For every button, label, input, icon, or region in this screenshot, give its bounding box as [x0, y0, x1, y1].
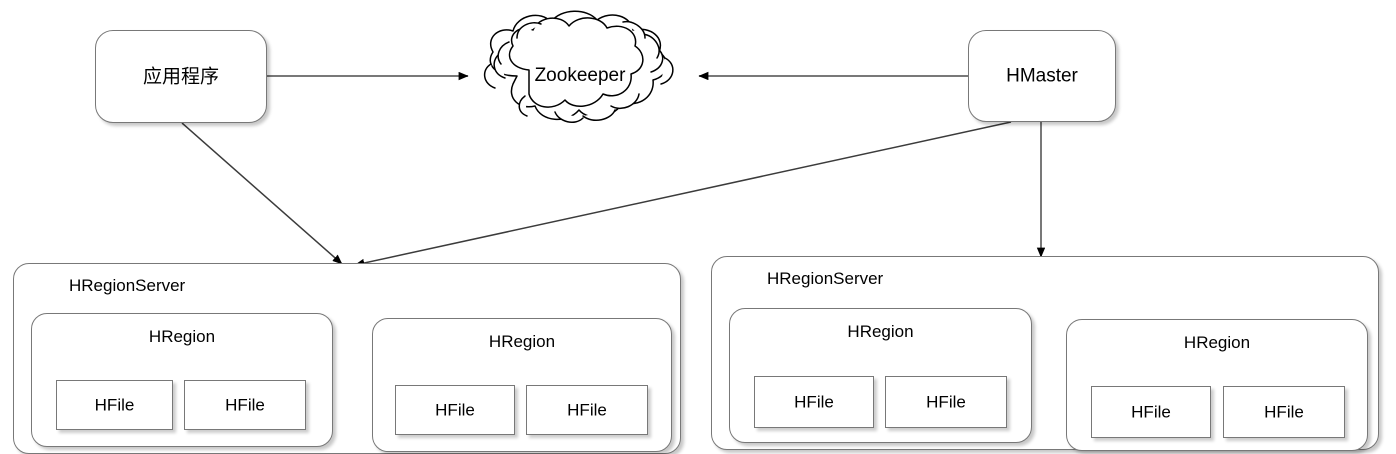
hfile-left-2-a[interactable]: HFile — [395, 385, 515, 435]
hfile-left-2-a-label: HFile — [435, 400, 475, 420]
region-server-left-label: HRegionServer — [69, 276, 186, 295]
region-server-left[interactable]: HRegionServer HRegion HFile HFile HRegio… — [13, 263, 681, 454]
hfile-left-1-a-label: HFile — [94, 395, 135, 415]
hfile-left-1-a[interactable]: HFile — [56, 380, 173, 430]
hfile-left-2-b-label: HFile — [567, 400, 607, 420]
node-zookeeper-label: Zookeeper — [534, 65, 626, 86]
connector-hmaster-to-regionserver-left — [354, 121, 1012, 268]
hfile-right-2-a-label: HFile — [1131, 402, 1171, 422]
hfile-left-2-b[interactable]: HFile — [526, 385, 648, 435]
region-right-1[interactable]: HRegion HFile HFile — [729, 308, 1032, 443]
node-hmaster[interactable]: HMaster — [968, 30, 1116, 122]
hfile-left-1-b-label: HFile — [225, 395, 265, 415]
hfile-right-2-a[interactable]: HFile — [1091, 386, 1211, 438]
region-left-1-label: HRegion — [148, 327, 216, 346]
region-left-2[interactable]: HRegion HFile HFile — [372, 318, 672, 452]
hfile-right-1-a-label: HFile — [794, 392, 834, 412]
node-application-label: 应用程序 — [142, 66, 219, 87]
hfile-right-1-b[interactable]: HFile — [885, 376, 1007, 428]
hfile-left-1-b[interactable]: HFile — [184, 380, 306, 430]
cloud-icon — [483, 10, 674, 124]
node-application[interactable]: 应用程序 — [95, 30, 267, 123]
hfile-right-1-b-label: HFile — [926, 392, 966, 412]
region-right-2[interactable]: HRegion HFile HFile — [1066, 319, 1368, 451]
hfile-right-2-b[interactable]: HFile — [1223, 386, 1345, 438]
node-hmaster-label: HMaster — [1006, 65, 1078, 87]
region-right-1-label: HRegion — [847, 322, 914, 341]
region-server-right-label: HRegionServer — [767, 269, 884, 288]
node-zookeeper[interactable]: Zookeeper — [455, 6, 705, 138]
connector-application-to-regionserver-left — [181, 122, 343, 265]
region-server-right[interactable]: HRegionServer HRegion HFile HFile HRegio… — [711, 256, 1379, 451]
region-left-1[interactable]: HRegion HFile HFile — [31, 313, 333, 447]
region-right-2-label: HRegion — [1183, 333, 1251, 352]
hfile-right-1-a[interactable]: HFile — [754, 376, 874, 428]
region-left-2-label: HRegion — [488, 332, 556, 351]
hfile-right-2-b-label: HFile — [1264, 402, 1304, 422]
